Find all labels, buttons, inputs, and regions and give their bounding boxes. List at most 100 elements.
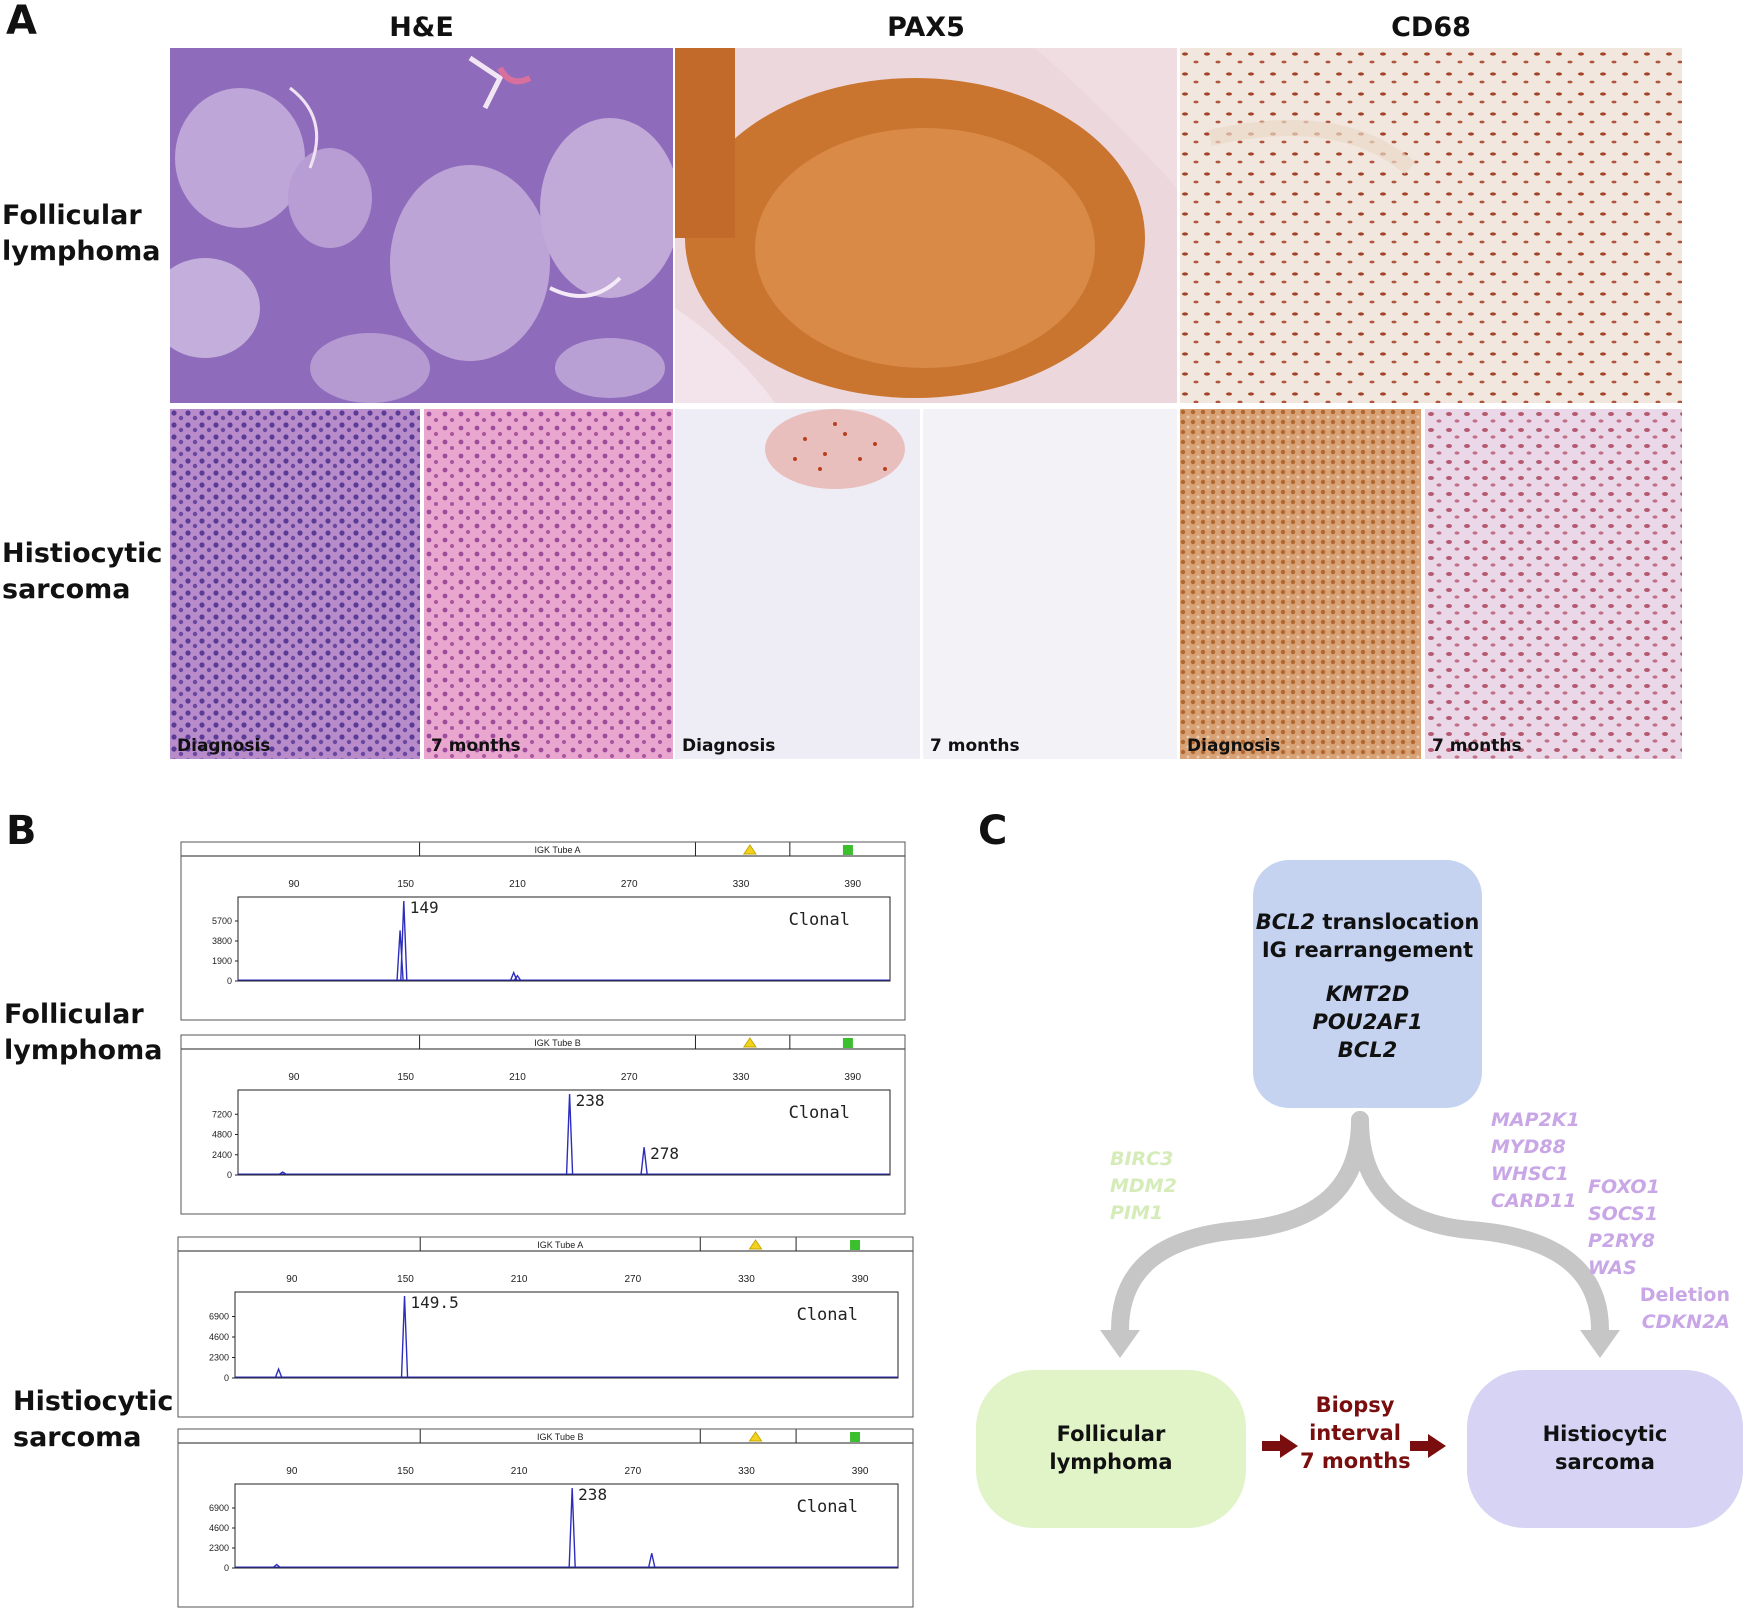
deletion-word: Deletion (1639, 1284, 1730, 1306)
histiocytic-sarcoma-box: Histiocytic sarcoma (1467, 1370, 1743, 1528)
hs-mutation-list-a: MAP2K1 MYD88 WHSC1 CARD11 (1491, 1107, 1580, 1215)
y-tick-label: 0 (227, 976, 232, 986)
panel-b-label: B (6, 808, 37, 854)
origin-gene-kmt2d: KMT2D (1325, 982, 1410, 1006)
hs-gene: FOXO1 (1588, 1176, 1660, 1198)
deletion-label: Deletion CDKN2A (1630, 1282, 1730, 1336)
y-tick-label: 0 (224, 1373, 229, 1383)
peak (565, 1093, 574, 1175)
x-tick-label: 210 (509, 1072, 526, 1083)
deletion-gene: CDKN2A (1641, 1311, 1730, 1333)
fl-gene: PIM1 (1110, 1202, 1164, 1224)
peak (648, 1553, 656, 1568)
y-tick-label: 3800 (212, 936, 232, 946)
x-tick-label: 150 (397, 1274, 414, 1285)
column-header-cd68: CD68 (1391, 12, 1471, 43)
histiocytic-sarcoma-box-label: Histiocytic sarcoma (1542, 1422, 1668, 1474)
caption-diagnosis: Diagnosis (682, 736, 776, 756)
x-tick-label: 390 (844, 1072, 861, 1083)
y-tick-label: 2300 (209, 1543, 229, 1553)
x-tick-label: 270 (621, 1072, 638, 1083)
x-tick-label: 150 (397, 1072, 414, 1083)
x-tick-label: 330 (738, 1466, 755, 1477)
row-label-follicular-lymphoma-b: Follicular lymphoma (4, 999, 163, 1066)
x-tick-label: 330 (733, 879, 750, 890)
x-tick-label: 390 (852, 1466, 869, 1477)
caption-7-months: 7 months (1432, 736, 1522, 756)
clonal-status: Clonal (789, 910, 850, 930)
x-tick-label: 90 (288, 879, 300, 890)
column-header-he: H&E (389, 12, 454, 43)
hs-gene: SOCS1 (1588, 1203, 1659, 1225)
y-tick-label: 6900 (209, 1312, 229, 1322)
hs-gene: MYD88 (1491, 1136, 1566, 1158)
fl-gene: MDM2 (1110, 1175, 1177, 1197)
peak (273, 1563, 281, 1568)
x-tick-label: 330 (738, 1274, 755, 1285)
y-tick-label: 1900 (212, 956, 232, 966)
origin-box: BCL2 translocation IG rearrangement KMT2… (1253, 860, 1482, 1108)
row-label-follicular-lymphoma: Follicular lymphoma (2, 200, 161, 267)
peak (568, 1487, 576, 1568)
follicular-lymphoma-box-label: Follicular lymphoma (1049, 1422, 1173, 1474)
branch-arrows (1100, 1111, 1620, 1358)
x-tick-label: 270 (624, 1274, 641, 1285)
micrograph-cd68-histiocytic-sarcoma-7-months: 7 months (1425, 409, 1682, 759)
follicular-lymphoma-box: Follicular lymphoma (976, 1370, 1246, 1528)
warning-triangle-icon (748, 1431, 763, 1442)
micrograph-pax5-histiocytic-sarcoma-7-months: 7 months (923, 409, 1177, 759)
x-tick-label: 90 (288, 1072, 300, 1083)
status-square-icon (842, 845, 853, 855)
micrograph-pax5-histiocytic-sarcoma-diagnosis: Diagnosis (675, 409, 920, 759)
x-tick-label: 210 (511, 1274, 528, 1285)
hs-gene: WHSC1 (1491, 1163, 1569, 1185)
x-tick-label: 270 (624, 1466, 641, 1477)
peak (513, 974, 522, 981)
column-header-pax5: PAX5 (887, 12, 965, 43)
micrograph-he-follicular-lymphoma (170, 48, 673, 403)
y-tick-label: 2400 (212, 1150, 232, 1160)
y-tick-label: 4600 (209, 1332, 229, 1342)
x-tick-label: 390 (852, 1274, 869, 1285)
tube-label: IGK Tube B (537, 1432, 584, 1442)
hs-gene: CARD11 (1491, 1190, 1577, 1212)
clonal-status: Clonal (789, 1103, 850, 1123)
y-tick-label: 6900 (209, 1503, 229, 1513)
x-tick-label: 330 (733, 1072, 750, 1083)
origin-line1-gene: BCL2 (1255, 910, 1316, 934)
y-tick-label: 0 (227, 1170, 232, 1180)
y-tick-label: 7200 (212, 1109, 232, 1119)
peak (396, 930, 404, 981)
fl-gene: BIRC3 (1110, 1148, 1174, 1170)
hs-mutation-list-b: FOXO1 SOCS1 P2RY8 WAS (1588, 1174, 1660, 1282)
x-tick-label: 150 (397, 1466, 414, 1477)
row-label-histiocytic-sarcoma: Histiocytic sarcoma (2, 538, 163, 605)
tube-label: IGK Tube A (537, 1240, 583, 1250)
x-tick-label: 210 (509, 879, 526, 890)
micrograph-pax5-follicular-lymphoma (675, 48, 1177, 403)
hs-gene: WAS (1588, 1257, 1637, 1279)
micrograph-cd68-histiocytic-sarcoma-diagnosis: Diagnosis (1180, 409, 1421, 759)
micrograph-cd68-follicular-lymphoma (1180, 48, 1682, 403)
caption-7-months: 7 months (431, 736, 521, 756)
x-tick-label: 90 (286, 1274, 298, 1285)
origin-line1-rest: translocation (1315, 910, 1480, 934)
peak (640, 1147, 648, 1175)
y-tick-label: 4800 (212, 1130, 232, 1140)
panel-c-label: C (978, 808, 1008, 854)
x-tick-label: 270 (621, 879, 638, 890)
clonal-status: Clonal (797, 1305, 858, 1325)
peak-label: 149 (410, 898, 439, 917)
fl-mutation-list: BIRC3 MDM2 PIM1 (1110, 1146, 1177, 1227)
interval-arrow-left (1262, 1434, 1298, 1458)
peak-label: 278 (650, 1144, 679, 1163)
origin-gene-pou2af1: POU2AF1 (1312, 1010, 1423, 1034)
origin-gene-bcl2: BCL2 (1337, 1038, 1398, 1062)
peak-label: 238 (576, 1091, 605, 1110)
peak (400, 1295, 409, 1378)
clonal-status: Clonal (797, 1497, 858, 1517)
x-tick-label: 150 (397, 879, 414, 890)
